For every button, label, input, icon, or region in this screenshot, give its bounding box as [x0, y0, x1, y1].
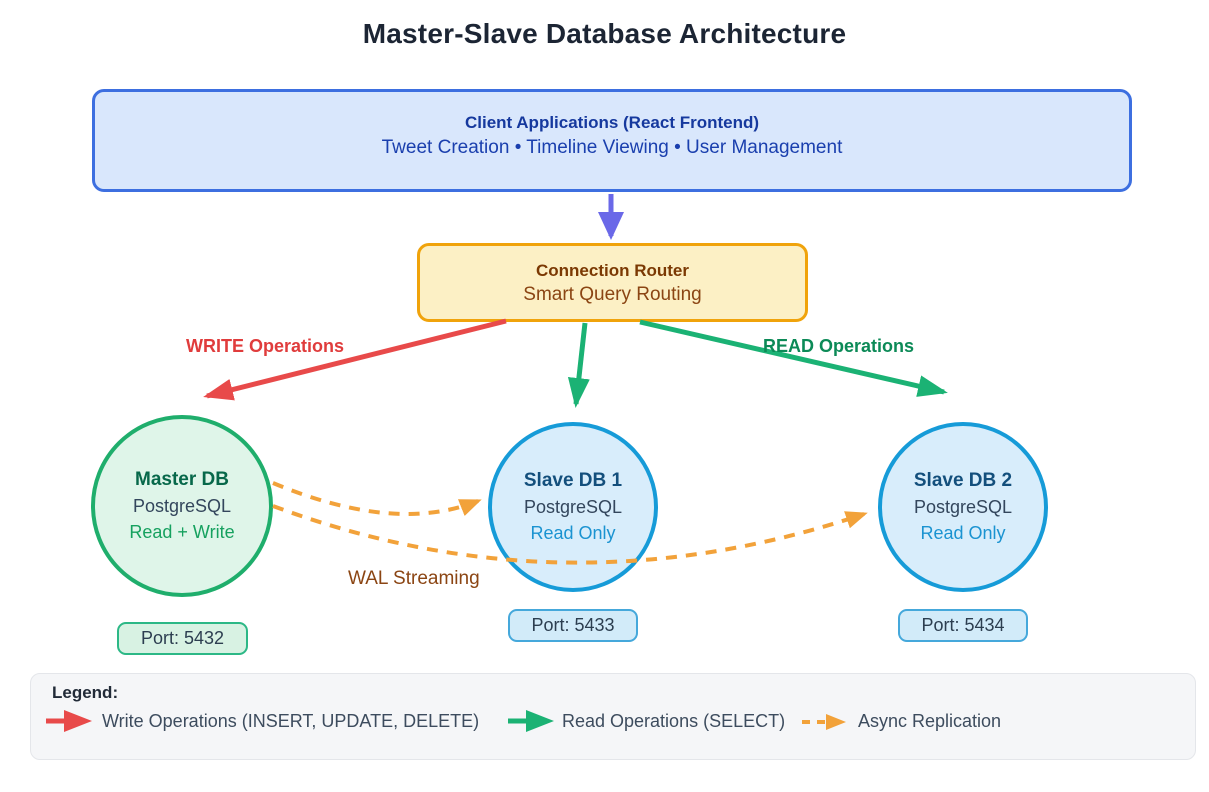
write-arrow-icon [46, 710, 92, 732]
legend-item-read: Read Operations (SELECT) [562, 711, 786, 731]
async-replication-arrow-icon [802, 714, 846, 730]
node-connection-router: Connection Router Smart Query Routing [417, 243, 808, 322]
read-arrow-icon [508, 710, 554, 732]
edge-router-to-slave2-read [639, 319, 948, 397]
router-box-title: Connection Router [536, 261, 689, 280]
db-mode: Read + Write [129, 522, 235, 542]
db-mode: Read Only [920, 523, 1006, 543]
legend-title: Legend: [52, 683, 119, 702]
node-client-applications: Client Applications (React Frontend) Twe… [92, 89, 1132, 192]
router-box-subtitle: Smart Query Routing [523, 284, 702, 305]
read-operations-label: READ Operations [763, 336, 915, 356]
legend-item-write: Write Operations (INSERT, UPDATE, DELETE… [102, 711, 480, 731]
port-badge-slave-1: Port: 5433 [508, 609, 638, 642]
client-box-subtitle: Tweet Creation • Timeline Viewing • User… [381, 137, 843, 158]
db-name: Slave DB 1 [523, 470, 623, 491]
edge-router-to-slave1-read [567, 322, 590, 408]
client-box-title: Client Applications (React Frontend) [464, 113, 760, 132]
wal-streaming-label: WAL Streaming [348, 568, 480, 589]
db-engine: PostgreSQL [913, 497, 1013, 517]
port-badge-master: Port: 5432 [117, 622, 248, 655]
node-slave-db-2: Slave DB 2 PostgreSQL Read Only [878, 422, 1048, 592]
db-engine: PostgreSQL [523, 497, 623, 517]
db-mode: Read Only [530, 523, 616, 543]
node-slave-db-1: Slave DB 1 PostgreSQL Read Only [488, 422, 658, 592]
legend-panel [30, 673, 1196, 760]
db-name: Master DB [135, 469, 229, 490]
page-title: Master-Slave Database Architecture [362, 18, 847, 49]
db-engine: PostgreSQL [132, 496, 232, 516]
db-name: Slave DB 2 [913, 470, 1013, 491]
node-master-db: Master DB PostgreSQL Read + Write [91, 415, 273, 597]
write-operations-label: WRITE Operations [186, 336, 345, 356]
legend-item-async: Async Replication [858, 711, 1002, 731]
port-badge-slave-2: Port: 5434 [898, 609, 1028, 642]
edge-router-to-master-write [203, 318, 507, 401]
edge-master-to-slave1-replication [272, 481, 482, 517]
